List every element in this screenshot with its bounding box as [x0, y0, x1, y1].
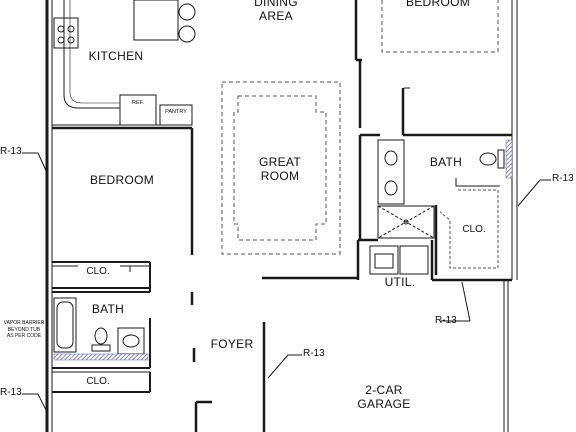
- kitchen-label: KITCHEN: [88, 49, 144, 63]
- r13-left-lower: R-13: [0, 387, 22, 398]
- insulation-hatch-right-bath: [505, 139, 513, 179]
- r13-left-upper: R-13: [0, 146, 22, 157]
- bathtub-left: [53, 297, 77, 353]
- kitchen-counter: [51, 0, 193, 126]
- toilet-left: [91, 327, 111, 352]
- garage-label: 2-CAR GARAGE: [357, 383, 411, 411]
- kitchen-island: [133, 0, 196, 43]
- r13-right-upper: R-13: [552, 173, 574, 184]
- closet-right: [439, 178, 500, 269]
- tray-ceiling: [221, 81, 341, 255]
- closet-right-label: CLO.: [462, 224, 486, 235]
- leader-lines: [22, 152, 551, 415]
- bath-left-label: BATH: [91, 302, 125, 316]
- closet-left-label: CLO.: [86, 266, 110, 277]
- stove: [53, 17, 79, 49]
- vapor-barrier-note: VAPOR BARRIER BEYOND TUB AS PER CODE: [3, 320, 45, 339]
- washer-dryer: [369, 245, 429, 275]
- shower: [377, 205, 435, 239]
- dining-area-label: DINING AREA: [254, 0, 298, 23]
- bedroom-left-label: BEDROOM: [89, 173, 155, 187]
- left-wing-walls: [52, 261, 151, 393]
- bedroom-top-label: BEDROOM: [405, 0, 471, 9]
- sink-left: [117, 327, 145, 355]
- refrigerator-label: REF.: [132, 100, 144, 106]
- closet-bottom-label: CLO.: [86, 376, 110, 387]
- insulation-hatch-left-bath: [53, 353, 149, 361]
- garage-walls: [503, 280, 509, 432]
- foyer-label: FOYER: [210, 337, 254, 351]
- toilet-right: [479, 149, 505, 169]
- pantry-label: PANTRY: [165, 109, 187, 115]
- interior-walls: [52, 0, 512, 432]
- r13-garage-wall: R-13: [303, 348, 325, 359]
- vanity-right: [377, 139, 405, 205]
- great-room-label: GREAT ROOM: [259, 155, 301, 183]
- bath-right-label: BATH: [429, 155, 463, 169]
- r13-util-wall: R-13: [435, 315, 457, 326]
- door-swings: [129, 87, 410, 272]
- utility-label: UTIL.: [384, 275, 416, 289]
